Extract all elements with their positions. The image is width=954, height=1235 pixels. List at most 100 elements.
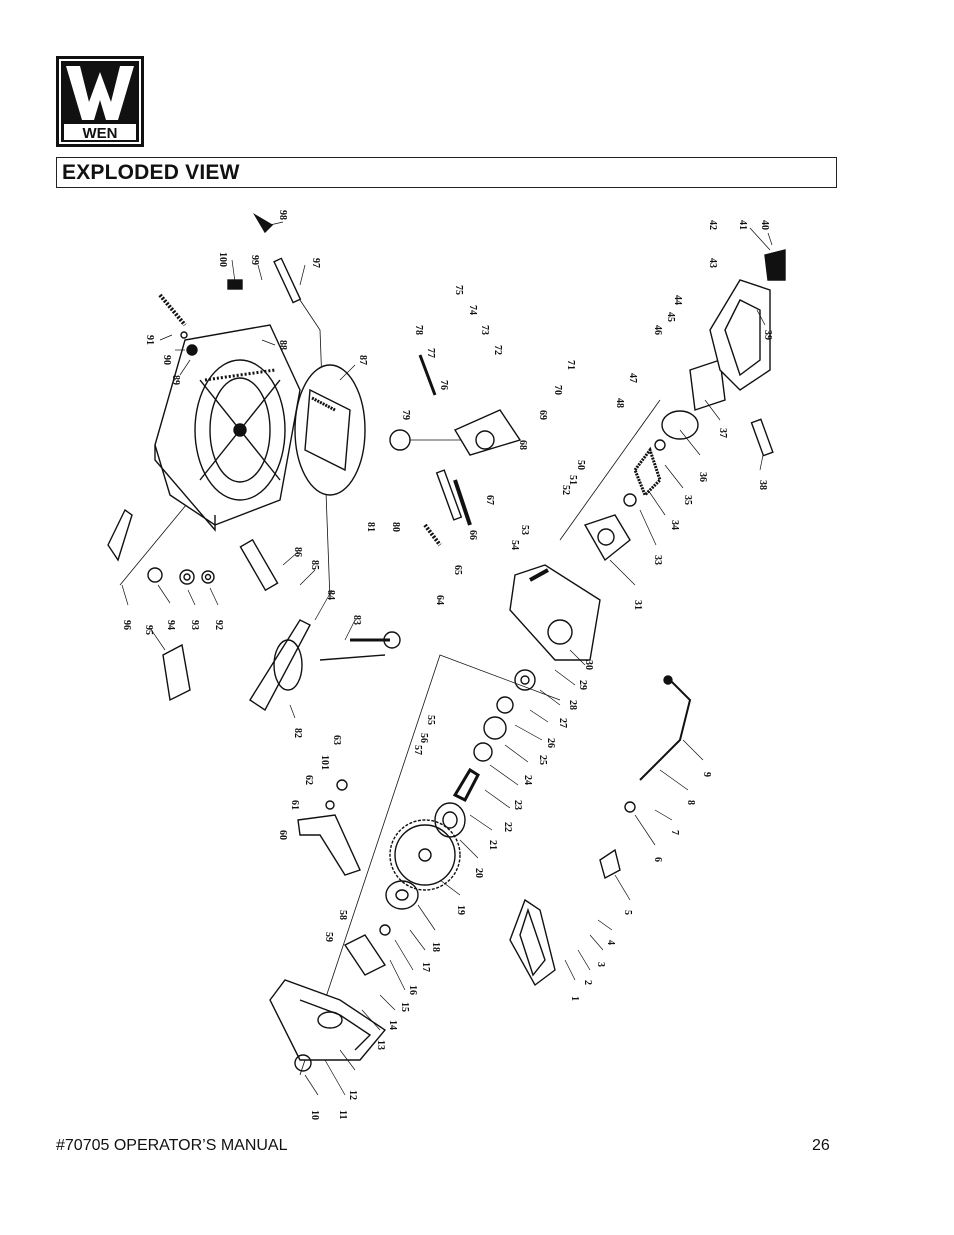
part-label-5: 5	[622, 910, 633, 915]
part-label-56: 56	[418, 733, 429, 743]
part-label-15: 15	[399, 1002, 410, 1012]
part-label-8: 8	[685, 800, 696, 805]
part-label-11: 11	[337, 1110, 348, 1119]
wen-logo-icon: WEN	[56, 56, 144, 147]
part-label-13: 13	[375, 1040, 386, 1050]
part-label-58: 58	[337, 910, 348, 920]
part-label-22: 22	[502, 822, 513, 832]
part-label-62: 62	[303, 775, 314, 785]
part-label-72: 72	[492, 345, 503, 355]
part-label-94: 94	[165, 620, 176, 630]
part-label-39: 39	[762, 330, 773, 340]
part-label-84: 84	[325, 590, 336, 600]
part-label-17: 17	[420, 962, 431, 972]
part-label-24: 24	[522, 775, 533, 785]
parts-drawing	[107, 213, 786, 1076]
part-label-44: 44	[672, 295, 683, 305]
part-label-67: 67	[484, 495, 495, 505]
part-label-4: 4	[605, 940, 616, 945]
part-label-60: 60	[277, 830, 288, 840]
part-label-81: 81	[365, 522, 376, 532]
part-label-91: 91	[144, 335, 155, 345]
part-label-54: 54	[509, 540, 520, 550]
part-label-19: 19	[455, 905, 466, 915]
part-label-61: 61	[289, 800, 300, 810]
part-label-98: 98	[277, 210, 288, 220]
part-label-48: 48	[614, 398, 625, 408]
part-label-53: 53	[519, 525, 530, 535]
part-label-96: 96	[121, 620, 132, 630]
part-label-89: 89	[170, 375, 181, 385]
part-label-10: 10	[309, 1110, 320, 1120]
part-label-47: 47	[627, 373, 638, 383]
part-label-65: 65	[452, 565, 463, 575]
part-label-52: 52	[560, 485, 571, 495]
part-label-68: 68	[517, 440, 528, 450]
part-label-16: 16	[407, 985, 418, 995]
part-label-97: 97	[310, 258, 321, 268]
part-label-29: 29	[577, 680, 588, 690]
wen-logo: WEN	[56, 56, 144, 147]
part-label-12: 12	[347, 1090, 358, 1100]
part-label-1: 1	[569, 996, 580, 1001]
part-label-18: 18	[430, 942, 441, 952]
part-label-7: 7	[669, 830, 680, 835]
part-label-36: 36	[697, 472, 708, 482]
part-label-42: 42	[707, 220, 718, 230]
part-label-57: 57	[412, 745, 423, 755]
logo-text: WEN	[83, 125, 118, 142]
part-label-6: 6	[652, 857, 663, 862]
part-label-87: 87	[357, 355, 368, 365]
part-label-43: 43	[707, 258, 718, 268]
part-label-34: 34	[669, 520, 680, 530]
part-label-33: 33	[652, 555, 663, 565]
footer-page-number: 26	[812, 1137, 830, 1154]
part-label-38: 38	[757, 480, 768, 490]
part-label-79: 79	[400, 410, 411, 420]
footer-manual-title: #70705 OPERATOR’S MANUAL	[56, 1137, 288, 1154]
part-label-101: 101	[319, 755, 330, 770]
part-label-63: 63	[331, 735, 342, 745]
part-label-78: 78	[413, 325, 424, 335]
part-label-59: 59	[323, 932, 334, 942]
part-label-31: 31	[632, 600, 643, 610]
part-label-50: 50	[575, 460, 586, 470]
part-label-71: 71	[565, 360, 576, 370]
part-label-80: 80	[390, 522, 401, 532]
part-label-74: 74	[467, 305, 478, 315]
section-header: EXPLODED VIEW	[56, 157, 837, 188]
part-label-45: 45	[665, 312, 676, 322]
part-label-37: 37	[717, 428, 728, 438]
part-label-92: 92	[213, 620, 224, 630]
part-label-9: 9	[701, 772, 712, 777]
part-label-26: 26	[545, 738, 556, 748]
part-label-35: 35	[682, 495, 693, 505]
part-label-41: 41	[737, 220, 748, 230]
part-label-21: 21	[487, 840, 498, 850]
part-label-2: 2	[582, 980, 593, 985]
part-label-3: 3	[595, 962, 606, 967]
part-label-64: 64	[434, 595, 445, 605]
section-title: EXPLODED VIEW	[62, 161, 240, 184]
part-label-77: 77	[425, 348, 436, 358]
part-label-82: 82	[292, 728, 303, 738]
part-label-40: 40	[759, 220, 770, 230]
part-label-85: 85	[309, 560, 320, 570]
part-label-93: 93	[189, 620, 200, 630]
part-label-55: 55	[425, 715, 436, 725]
part-label-69: 69	[537, 410, 548, 420]
part-label-66: 66	[467, 530, 478, 540]
part-label-73: 73	[479, 325, 490, 335]
part-label-95: 95	[143, 625, 154, 635]
part-label-83: 83	[351, 615, 362, 625]
part-label-27: 27	[557, 718, 568, 728]
part-label-70: 70	[552, 385, 563, 395]
leader-lines	[121, 221, 773, 1096]
part-label-88: 88	[277, 340, 288, 350]
part-label-90: 90	[161, 355, 172, 365]
part-label-76: 76	[438, 380, 449, 390]
part-label-99: 99	[249, 255, 260, 265]
part-label-46: 46	[652, 325, 663, 335]
part-label-100: 100	[217, 252, 228, 267]
